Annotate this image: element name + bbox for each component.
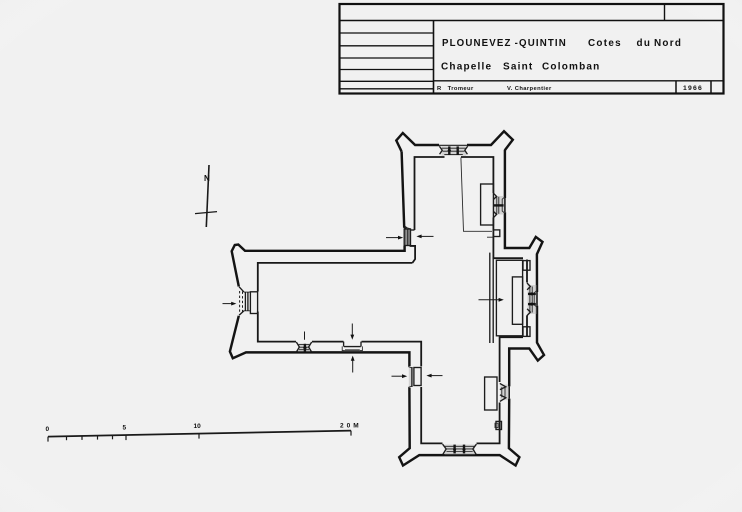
svg-text:du: du <box>637 38 652 49</box>
svg-text:R Tromeur: R Tromeur <box>437 86 474 92</box>
svg-text:5: 5 <box>123 425 127 432</box>
svg-text:N: N <box>204 174 210 183</box>
svg-text:Cotes: Cotes <box>588 38 622 49</box>
svg-text:10: 10 <box>194 423 202 430</box>
svg-text:Saint: Saint <box>503 62 533 73</box>
svg-text:0: 0 <box>46 426 50 433</box>
svg-text:Chapelle: Chapelle <box>441 62 492 73</box>
svg-text:PLOUNEVEZ -QUINTIN: PLOUNEVEZ -QUINTIN <box>442 38 567 49</box>
svg-text:V. Charpentier: V. Charpentier <box>507 86 552 92</box>
svg-text:Nord: Nord <box>654 38 682 49</box>
svg-text:Colomban: Colomban <box>542 62 601 73</box>
svg-text:1966: 1966 <box>683 85 703 92</box>
svg-text:2 0 M: 2 0 M <box>340 423 359 430</box>
